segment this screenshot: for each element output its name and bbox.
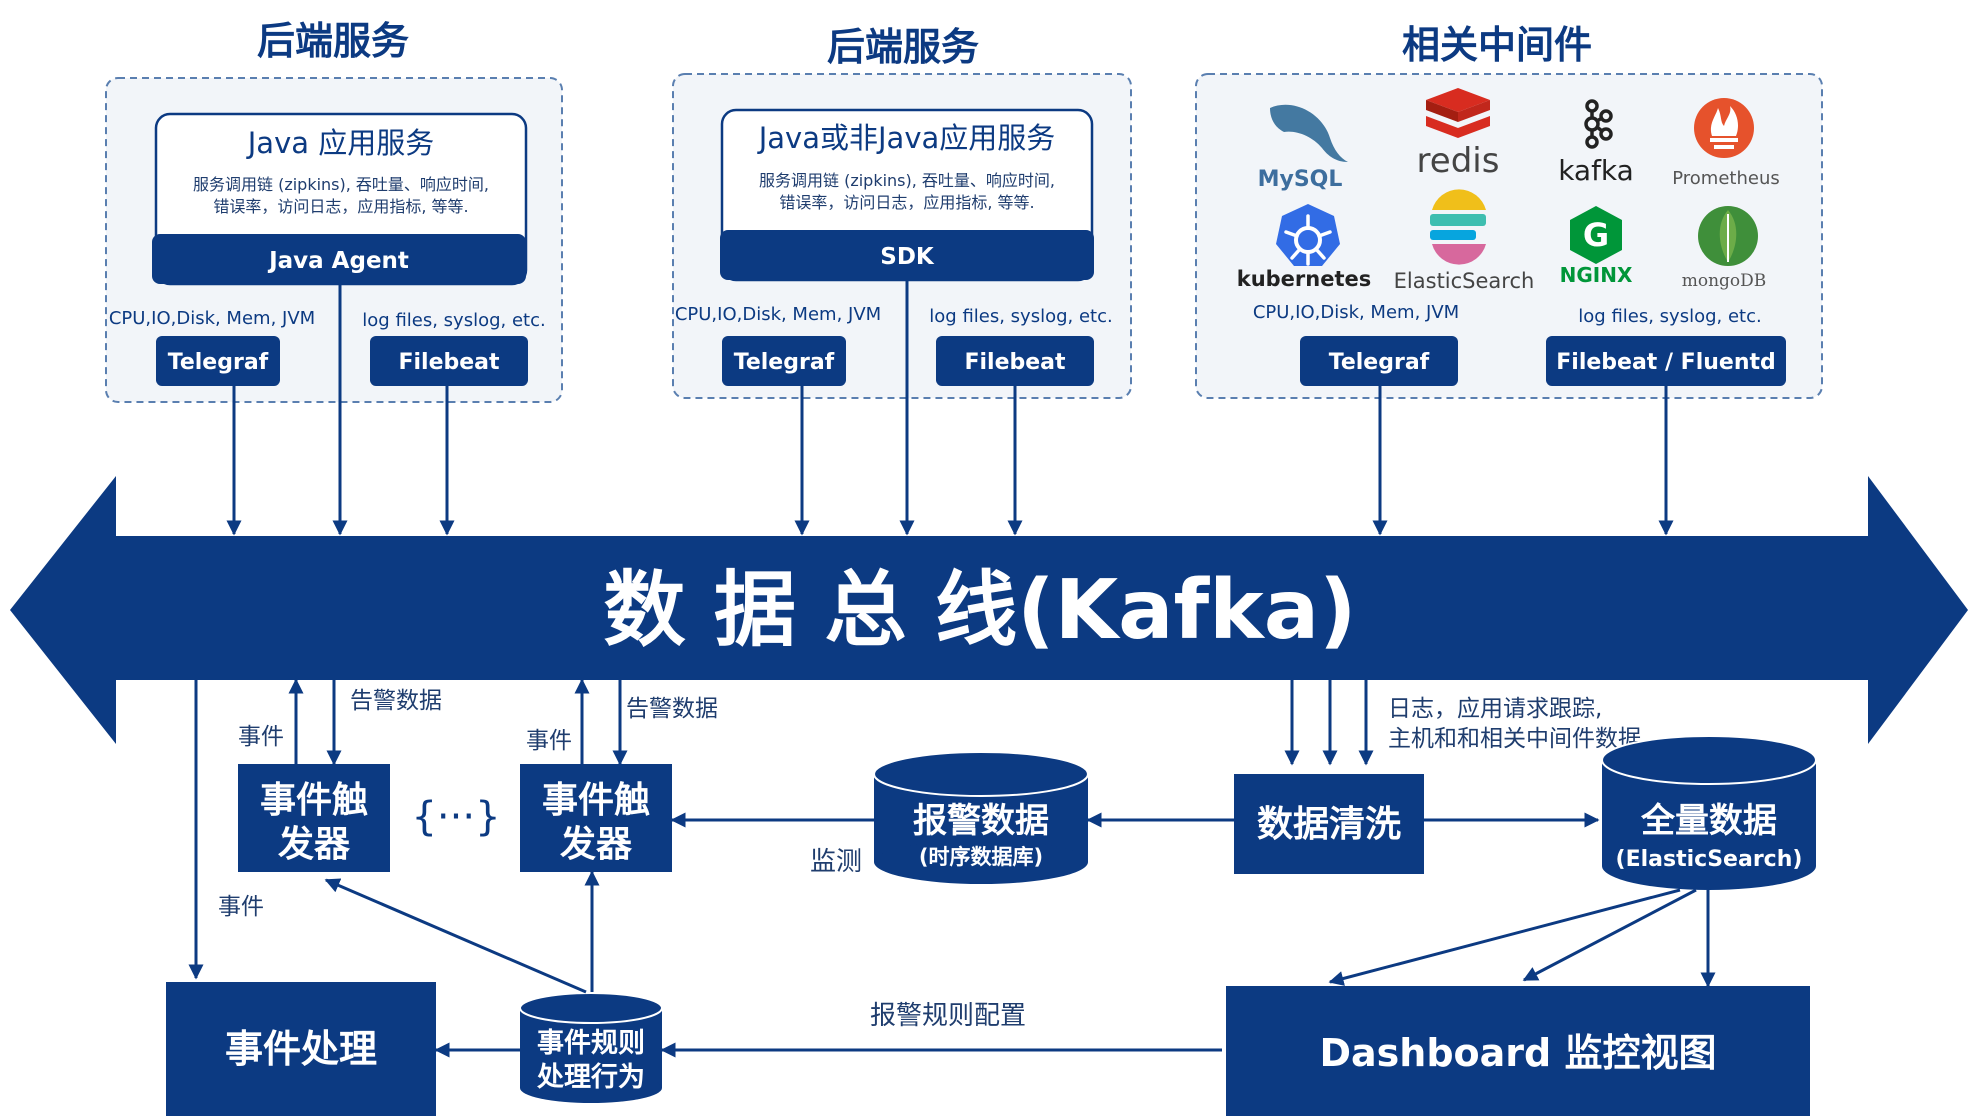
- logs-note: log files, syslog, etc.: [1578, 306, 1761, 327]
- metrics-note: CPU,IO,Disk, Mem, JVM: [675, 304, 881, 325]
- panel-middleware: 相关中间件 MySQL redis kafka: [1195, 23, 1823, 399]
- dashboard-label: Dashboard 监控视图: [1320, 1031, 1717, 1075]
- java-agent-label: Java Agent: [267, 248, 409, 274]
- metrics-note: CPU,IO,Disk, Mem, JVM: [109, 308, 315, 329]
- svg-text:全量数据: 全量数据: [1640, 801, 1777, 841]
- nginx-logo: G NGINX: [1560, 206, 1633, 287]
- data-bus: 数 据 总 线(Kafka): [10, 476, 1968, 744]
- app-service-desc-1: 服务调用链 (zipkins), 吞吐量、响应时间,: [759, 171, 1055, 190]
- data-cleaning-box: [1234, 774, 1424, 874]
- telegraf-label: Telegraf: [1329, 350, 1430, 375]
- panel-frame: [1195, 73, 1823, 399]
- mongodb-logo: mongoDB: [1682, 206, 1767, 291]
- svg-text:ElasticSearch: ElasticSearch: [1394, 269, 1535, 293]
- panel-title: 相关中间件: [1402, 23, 1592, 67]
- filebeat-fluentd-label: Filebeat / Fluentd: [1556, 350, 1776, 375]
- logs-trace-note-2: 主机和和相关中间件数据: [1388, 726, 1641, 752]
- svg-text:事件规则: 事件规则: [537, 1028, 645, 1059]
- logs-trace-note-1: 日志，应用请求跟踪,: [1388, 696, 1602, 722]
- kubernetes-logo: kubernetes: [1237, 204, 1372, 291]
- filebeat-box: [370, 336, 528, 386]
- svg-text:(ElasticSearch): (ElasticSearch): [1616, 847, 1803, 872]
- dashboard-box: [1226, 986, 1810, 1116]
- elasticsearch-logo: ElasticSearch: [1394, 189, 1535, 293]
- alert-data-label: 告警数据: [626, 696, 718, 722]
- telegraf-label: Telegraf: [168, 350, 269, 375]
- svg-text:redis: redis: [1417, 141, 1500, 181]
- logs-note: log files, syslog, etc.: [362, 310, 545, 331]
- telegraf-box: [156, 336, 280, 386]
- filebeat-label: Filebeat: [964, 350, 1066, 375]
- event-trigger-line-1: 事件触: [260, 780, 368, 821]
- prometheus-logo: Prometheus: [1672, 98, 1780, 189]
- alarm-database: 报警数据 (时序数据库): [873, 751, 1089, 884]
- event-trigger-line-2: 发器: [278, 824, 351, 865]
- data-cleaning-label: 数据清洗: [1257, 804, 1401, 845]
- ellipsis: {···}: [411, 794, 500, 840]
- event-rules-database: 事件规则 处理行为: [519, 992, 663, 1103]
- filebeat-fluentd-box: [1546, 336, 1786, 386]
- svg-text:NGINX: NGINX: [1560, 263, 1633, 287]
- svg-text:报警数据: 报警数据: [913, 801, 1049, 841]
- svg-text:Prometheus: Prometheus: [1672, 168, 1780, 189]
- ingest-arrows: [226, 280, 1674, 536]
- event-trigger-line-1: 事件触: [542, 780, 650, 821]
- event-handling-box: [166, 982, 436, 1116]
- svg-text:kubernetes: kubernetes: [1237, 267, 1372, 291]
- panel-title: 后端服务: [827, 25, 979, 69]
- event-label: 事件: [218, 894, 264, 920]
- event-trigger-box: [238, 764, 390, 872]
- alert-data-label: 告警数据: [350, 688, 442, 714]
- svg-text:MySQL: MySQL: [1258, 167, 1343, 192]
- filebeat-box: [936, 336, 1094, 386]
- app-service-desc-1: 服务调用链 (zipkins), 吞吐量、响应时间,: [193, 175, 489, 194]
- mysql-logo: MySQL: [1258, 104, 1348, 192]
- event-label: 事件: [526, 728, 572, 754]
- alert-rule-config-label: 报警规则配置: [870, 1001, 1026, 1031]
- data-bus-arrow: [10, 476, 1968, 744]
- sdk-label: SDK: [880, 244, 935, 270]
- metrics-note: CPU,IO,Disk, Mem, JVM: [1253, 302, 1459, 323]
- bottom-flow: 事件 告警数据 事件 告警数据 事件 事件触 发器 {···} 事件触 发器 报…: [166, 678, 1817, 1116]
- panel-backend-sdk: 后端服务 Java或非Java应用服务 服务调用链 (zipkins), 吞吐量…: [672, 25, 1132, 399]
- filebeat-label: Filebeat: [398, 350, 500, 375]
- event-handling-label: 事件处理: [225, 1027, 377, 1071]
- monitor-label: 监测: [810, 847, 862, 877]
- logs-note: log files, syslog, etc.: [929, 306, 1112, 327]
- telegraf-box: [1300, 336, 1458, 386]
- app-service-title: Java 应用服务: [246, 126, 434, 160]
- app-service-desc-2: 错误率，访问日志，应用指标, 等等.: [213, 197, 468, 216]
- app-service-desc-2: 错误率，访问日志，应用指标, 等等.: [779, 193, 1034, 212]
- kafka-logo: kafka: [1558, 99, 1634, 187]
- event-trigger-line-2: 发器: [560, 824, 633, 865]
- panel-title: 后端服务: [257, 19, 409, 63]
- redis-logo: redis: [1417, 88, 1500, 181]
- java-agent-bar: [152, 234, 526, 284]
- svg-text:mongoDB: mongoDB: [1682, 271, 1767, 291]
- sdk-bar: [720, 230, 1094, 280]
- telegraf-box: [722, 336, 846, 386]
- svg-text:kafka: kafka: [1558, 154, 1634, 187]
- full-data-database: 全量数据 (ElasticSearch): [1601, 735, 1817, 890]
- telegraf-label: Telegraf: [734, 350, 835, 375]
- panel-backend-java: 后端服务 Java 应用服务 服务调用链 (zipkins), 吞吐量、响应时间…: [105, 19, 563, 403]
- event-label: 事件: [238, 724, 284, 750]
- data-bus-label: 数 据 总 线(Kafka): [603, 563, 1356, 658]
- svg-text:处理行为: 处理行为: [536, 1061, 645, 1093]
- svg-text:(时序数据库): (时序数据库): [919, 845, 1043, 869]
- event-trigger-box: [520, 764, 672, 872]
- app-service-title: Java或非Java应用服务: [757, 121, 1056, 155]
- svg-text:G: G: [1583, 216, 1609, 254]
